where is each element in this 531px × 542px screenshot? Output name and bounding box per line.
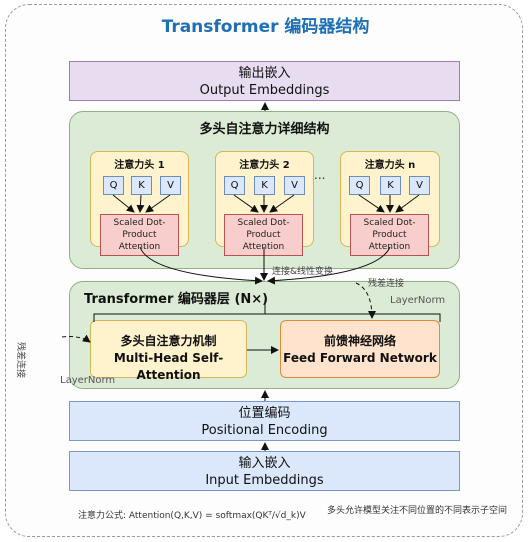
mhsa-zh: 多头自注意力机制 (120, 334, 217, 348)
multihead-detail-title: 多头自注意力详细结构 (199, 122, 330, 137)
ffn-box: 前馈神经网络 Feed Forward Network (280, 320, 440, 378)
ffn-en: Feed Forward Network (283, 351, 437, 365)
output-embeddings-en: Output Embeddings (199, 83, 330, 98)
residual-right-label: 残差连接 (368, 279, 405, 289)
input-embeddings-box: 输入嵌入 Input Embeddings (69, 451, 460, 491)
encoder-layer-title: Transformer 编码器层 (N×) (84, 292, 269, 307)
mhsa-box: 多头自注意力机制 Multi-Head Self-Attention (90, 320, 247, 382)
head-2-key: K (254, 176, 275, 195)
input-embeddings-zh: 输入嵌入 (238, 456, 291, 471)
ffn-zh: 前馈神经网络 (323, 334, 396, 348)
head-n-query: Q (349, 176, 370, 195)
attention-head-2-label: 注意力头 2 (239, 160, 290, 171)
head-1-query: Q (103, 176, 124, 195)
attention-head-n-label: 注意力头 n (364, 160, 416, 171)
positional-encoding-box: 位置编码 Positional Encoding (69, 401, 460, 441)
concat-linear-label: 连接&线性变换 (272, 267, 334, 277)
head-1-value: V (160, 176, 181, 195)
head-2-query: Q (224, 176, 245, 195)
positional-encoding-en: Positional Encoding (201, 423, 328, 438)
head-1-key: K (131, 176, 152, 195)
input-embeddings-en: Input Embeddings (205, 473, 324, 488)
heads-ellipsis: ... (314, 168, 326, 182)
head-1-scaled-dot-product: Scaled Dot-Product Attention (100, 214, 179, 256)
attention-head-1-label: 注意力头 1 (114, 160, 165, 171)
formula-note: 注意力公式: Attention(Q,K,V) = softmax(QKᵀ/√d… (78, 511, 306, 521)
multihead-note: 多头允许模型关注不同位置的不同表示子空间 (326, 506, 507, 516)
layernorm-right-label: LayerNorm (390, 295, 446, 306)
output-embeddings-zh: 输出嵌入 (238, 66, 291, 81)
mhsa-en: Multi-Head Self-Attention (113, 351, 224, 382)
layernorm-left-label: LayerNorm (60, 375, 116, 386)
diagram-title: Transformer 编码器结构 (161, 17, 370, 37)
head-n-value: V (409, 176, 430, 195)
head-n-key: K (380, 176, 401, 195)
output-embeddings-box: 输出嵌入 Output Embeddings (69, 61, 460, 101)
head-2-value: V (284, 176, 305, 195)
positional-encoding-zh: 位置编码 (238, 406, 291, 421)
